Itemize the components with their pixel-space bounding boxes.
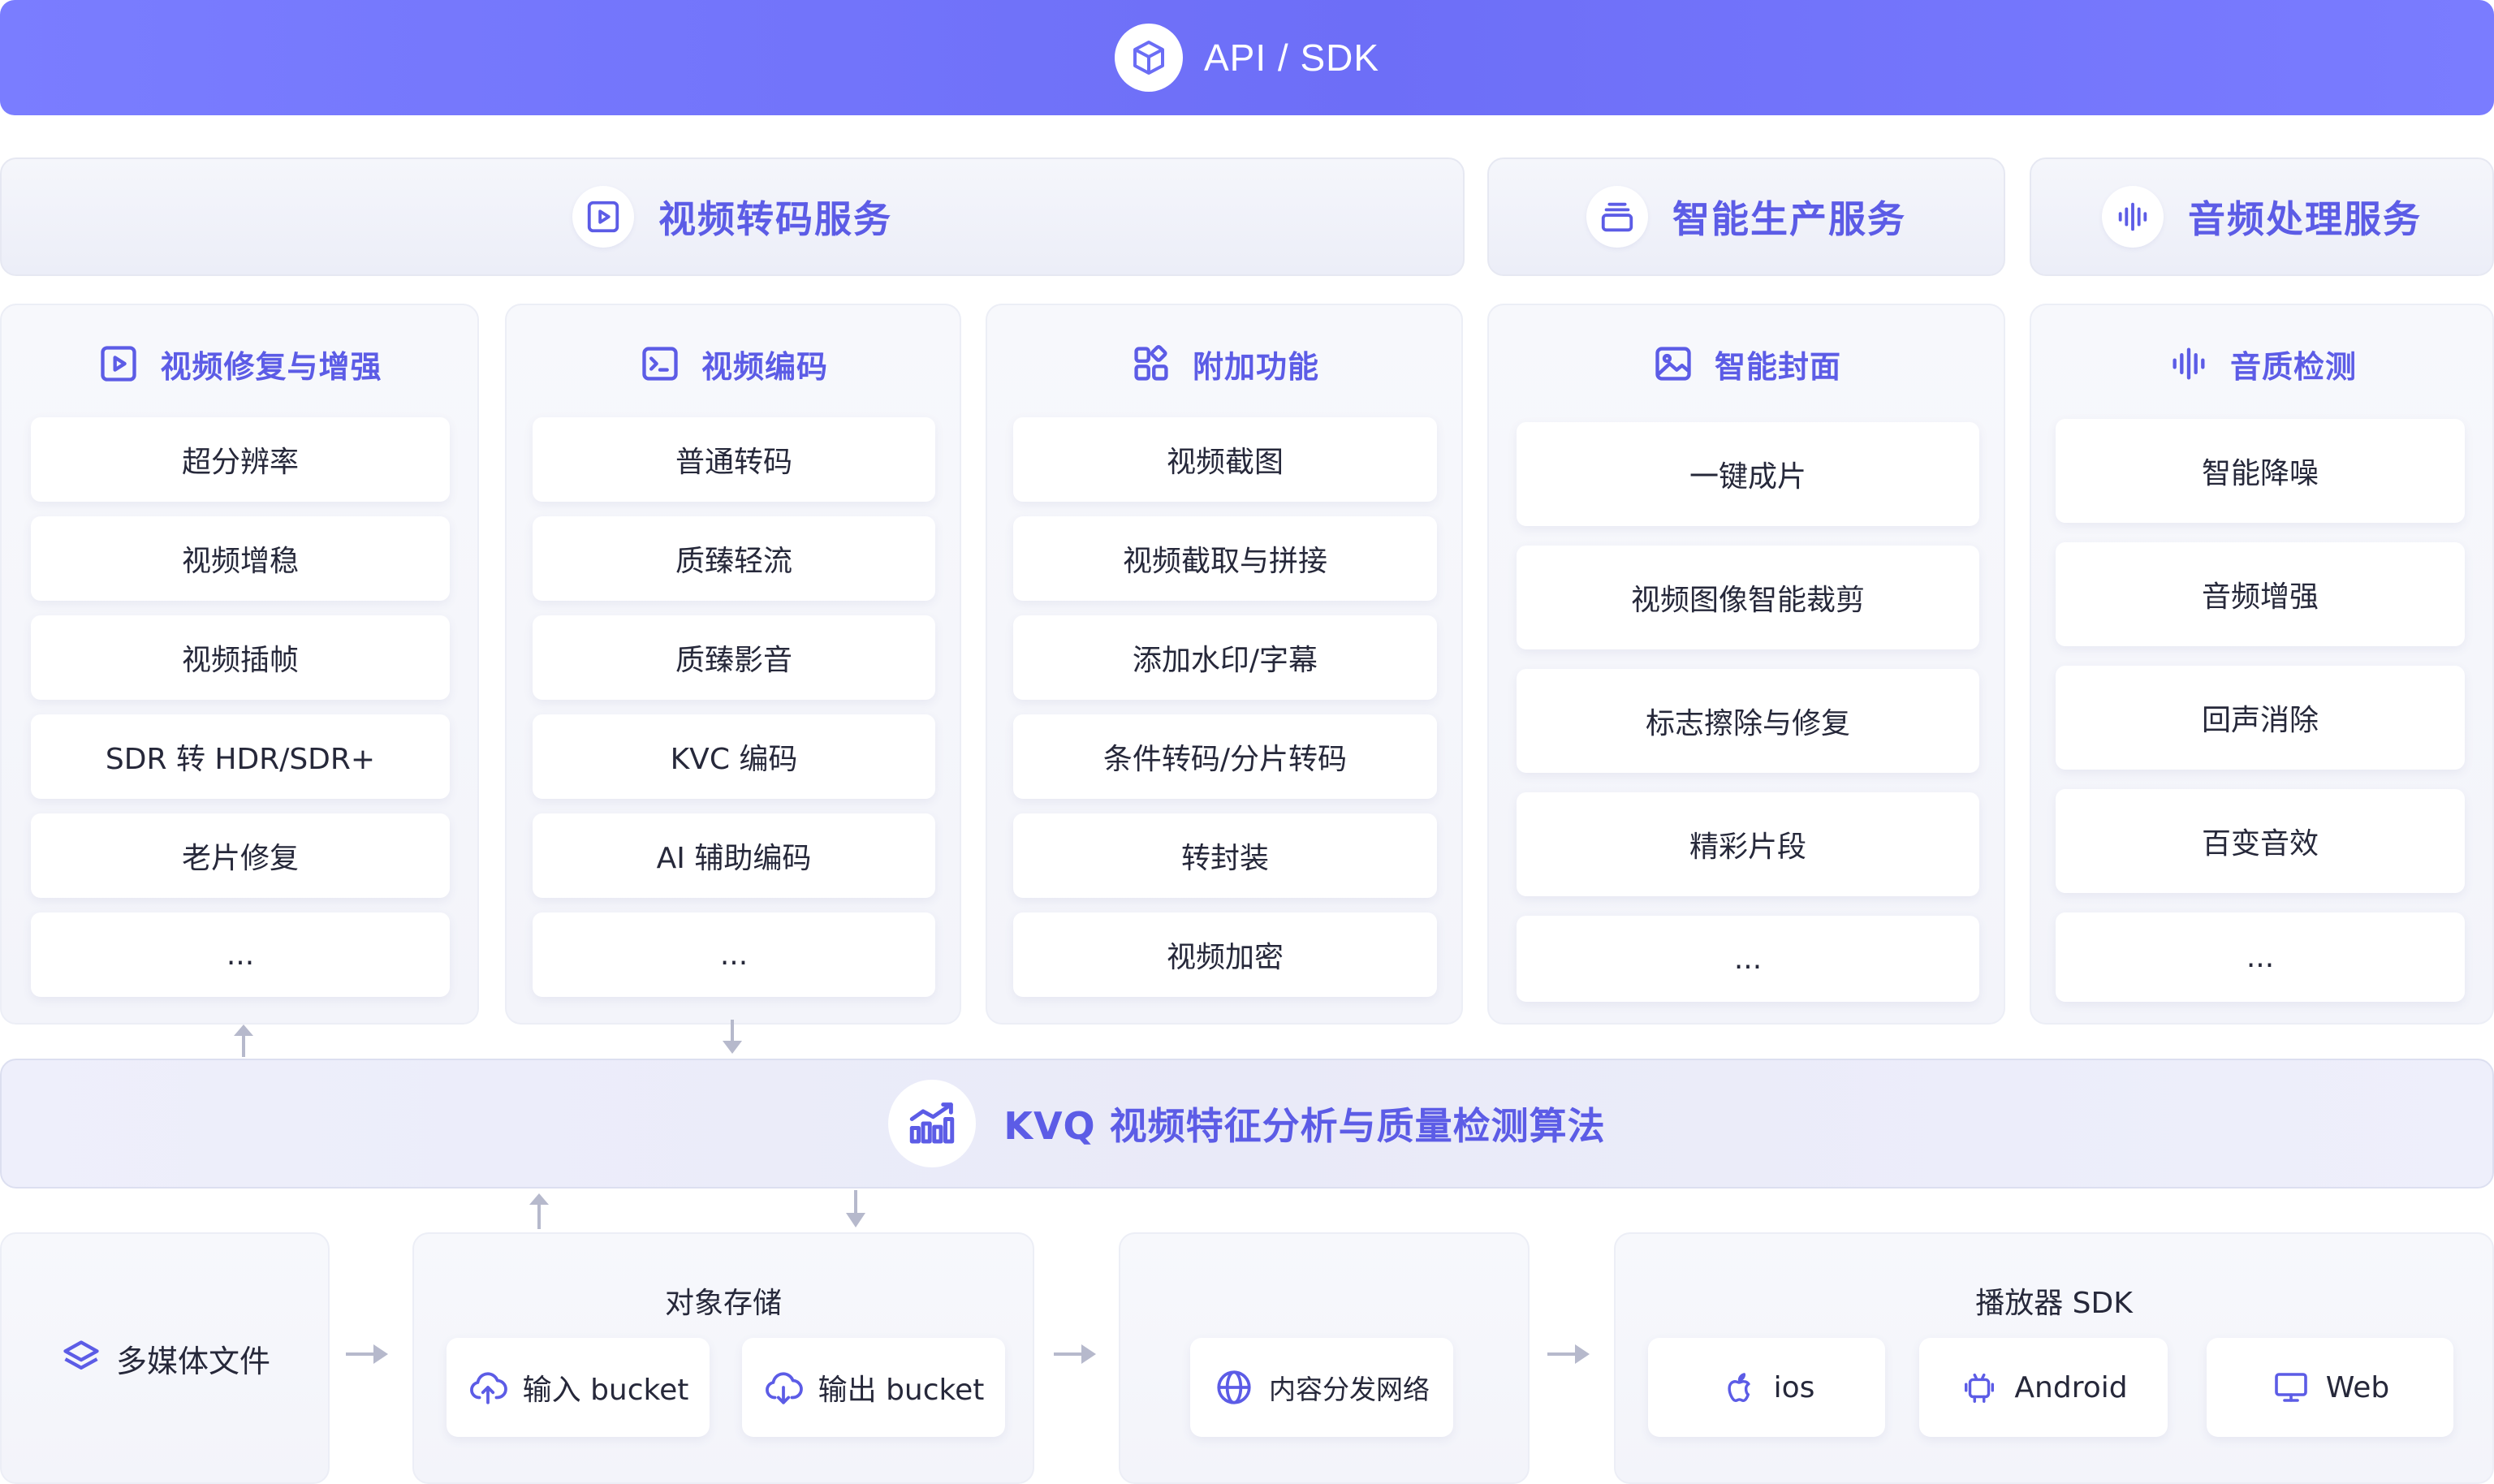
- bar-chart-trend-icon: [888, 1080, 977, 1167]
- feature-item[interactable]: 普通转码: [533, 417, 935, 502]
- platform-ios-chip[interactable]: ios: [1648, 1338, 1885, 1437]
- android-icon: [1959, 1367, 2000, 1408]
- kvq-title: KVQ 视频特征分析与质量检测算法: [1003, 1104, 1606, 1148]
- feature-item[interactable]: 超分辨率: [31, 417, 450, 502]
- audio-wave-icon: [2167, 342, 2211, 386]
- feature-item[interactable]: 精彩片段: [1517, 792, 1979, 896]
- feature-item[interactable]: 回声消除: [2056, 666, 2465, 770]
- column-title: 视频修复与增强: [160, 348, 382, 385]
- feature-item[interactable]: 视频加密: [1013, 912, 1437, 997]
- service-header-audio-processing: 音频处理服务: [2030, 157, 2494, 276]
- input-bucket-chip[interactable]: 输入 bucket: [447, 1338, 710, 1437]
- output-bucket-chip[interactable]: 输出 bucket: [742, 1338, 1005, 1437]
- feature-item[interactable]: 一键成片: [1517, 422, 1979, 526]
- cdn-chip[interactable]: 内容分发网络: [1190, 1338, 1453, 1437]
- multimedia-files-label: 多媒体文件: [115, 1343, 270, 1379]
- video-play-icon: [572, 186, 634, 248]
- column-title: 智能封面: [1714, 348, 1841, 385]
- service-title: 视频转码服务: [658, 197, 892, 241]
- api-sdk-bar: API / SDK: [0, 0, 2494, 115]
- feature-item-more[interactable]: ...: [1517, 916, 1979, 1002]
- feature-item[interactable]: 转封装: [1013, 813, 1437, 898]
- feature-item[interactable]: 视频图像智能裁剪: [1517, 546, 1979, 649]
- column-video-repair-enhance: 视频修复与增强 超分辨率 视频增稳 视频插帧 SDR 转 HDR/SDR+ 老片…: [0, 304, 479, 1025]
- feature-item[interactable]: 视频增稳: [31, 516, 450, 601]
- platform-android-label: Android: [2014, 1370, 2128, 1404]
- column-header: 视频编码: [507, 341, 960, 386]
- service-title: 音频处理服务: [2188, 197, 2422, 241]
- multimedia-files-box: 多媒体文件: [0, 1232, 330, 1484]
- column-header: 附加功能: [987, 341, 1461, 386]
- column-title: 音质检测: [2229, 348, 2357, 385]
- service-header-video-transcoding: 视频转码服务: [0, 157, 1465, 276]
- platform-ios-label: ios: [1773, 1370, 1815, 1404]
- terminal-icon: [638, 342, 682, 386]
- service-header-smart-production: 智能生产服务: [1487, 157, 2005, 276]
- arrow-up-icon: [529, 1193, 549, 1229]
- feature-item[interactable]: KVC 编码: [533, 714, 935, 799]
- cloud-upload-icon: [468, 1367, 508, 1408]
- arrow-up-icon: [234, 1025, 253, 1057]
- input-bucket-label: 输入 bucket: [522, 1374, 689, 1407]
- arrow-right-icon: [1547, 1344, 1590, 1364]
- layers-icon: [59, 1336, 103, 1380]
- cloud-download-icon: [763, 1367, 804, 1408]
- feature-item[interactable]: 标志擦除与修复: [1517, 669, 1979, 773]
- feature-item[interactable]: 智能降噪: [2056, 419, 2465, 523]
- video-play-icon: [97, 342, 140, 386]
- column-title: 附加功能: [1192, 348, 1319, 385]
- cdn-label: 内容分发网络: [1269, 1374, 1430, 1405]
- feature-item[interactable]: 老片修复: [31, 813, 450, 898]
- column-video-encoding: 视频编码 普通转码 质臻轻流 质臻影音 KVC 编码 AI 辅助编码 ...: [505, 304, 961, 1025]
- column-header: 视频修复与增强: [2, 341, 477, 386]
- feature-item[interactable]: 质臻轻流: [533, 516, 935, 601]
- column-header: 智能封面: [1489, 341, 2004, 386]
- object-storage-box: 对象存储 输入 bucket 输出 bucket: [412, 1232, 1034, 1484]
- feature-item-more[interactable]: ...: [2056, 912, 2465, 1002]
- arrow-down-icon: [723, 1020, 742, 1054]
- column-title: 视频编码: [701, 348, 828, 385]
- platform-web-label: Web: [2325, 1370, 2390, 1404]
- column-smart-cover: 智能封面 一键成片 视频图像智能裁剪 标志擦除与修复 精彩片段 ...: [1487, 304, 2005, 1025]
- grid-apps-icon: [1129, 342, 1173, 386]
- arrow-right-icon: [346, 1344, 388, 1364]
- feature-item[interactable]: 视频插帧: [31, 615, 450, 700]
- platform-android-chip[interactable]: Android: [1919, 1338, 2168, 1437]
- feature-item[interactable]: 质臻影音: [533, 615, 935, 700]
- player-sdk-box: 播放器 SDK ios Android: [1614, 1232, 2494, 1484]
- column-audio-quality: 音质检测 智能降噪 音频增强 回声消除 百变音效 ...: [2030, 304, 2494, 1025]
- audio-wave-icon: [2102, 186, 2164, 248]
- feature-item-more[interactable]: ...: [31, 912, 450, 997]
- arrow-right-icon: [1054, 1344, 1096, 1364]
- arrow-down-icon: [846, 1190, 865, 1227]
- cube-icon: [1114, 24, 1183, 92]
- api-sdk-title: API / SDK: [1203, 37, 1380, 79]
- feature-item[interactable]: 百变音效: [2056, 789, 2465, 893]
- kvq-algorithm-bar: KVQ 视频特征分析与质量检测算法: [0, 1059, 2494, 1188]
- object-storage-title: 对象存储: [664, 1287, 782, 1320]
- monitor-icon: [2271, 1367, 2311, 1408]
- apple-icon: [1719, 1367, 1759, 1408]
- service-title: 智能生产服务: [1672, 197, 1906, 241]
- player-sdk-title: 播放器 SDK: [1975, 1287, 2133, 1320]
- feature-item[interactable]: 视频截图: [1013, 417, 1437, 502]
- layers-stack-icon: [1586, 186, 1648, 248]
- feature-item[interactable]: 条件转码/分片转码: [1013, 714, 1437, 799]
- column-additional-functions: 附加功能 视频截图 视频截取与拼接 添加水印/字幕 条件转码/分片转码 转封装 …: [986, 304, 1463, 1025]
- feature-item[interactable]: 添加水印/字幕: [1013, 615, 1437, 700]
- feature-item-more[interactable]: ...: [533, 912, 935, 997]
- cdn-box: 内容分发网络: [1119, 1232, 1530, 1484]
- output-bucket-label: 输出 bucket: [818, 1374, 985, 1407]
- column-header: 音质检测: [2031, 341, 2492, 386]
- feature-item[interactable]: AI 辅助编码: [533, 813, 935, 898]
- feature-item[interactable]: 视频截取与拼接: [1013, 516, 1437, 601]
- image-icon: [1651, 342, 1695, 386]
- feature-item[interactable]: SDR 转 HDR/SDR+: [31, 714, 450, 799]
- feature-item[interactable]: 音频增强: [2056, 542, 2465, 646]
- platform-web-chip[interactable]: Web: [2207, 1338, 2453, 1437]
- globe-icon: [1214, 1367, 1254, 1408]
